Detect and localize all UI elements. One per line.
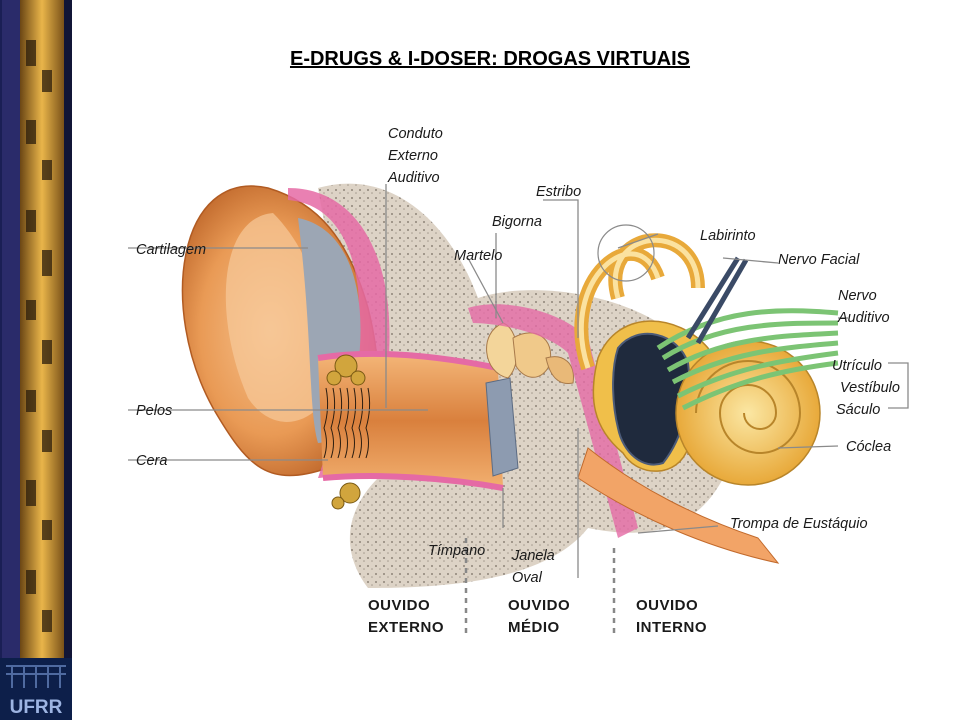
section-ouvido-interno: OUVIDO INTERNO [636, 597, 707, 636]
ear-canal [318, 353, 503, 488]
label-labirinto: Labirinto [700, 228, 756, 244]
label-nervo-auditivo: Nervo Auditivo [837, 288, 890, 326]
canal-wall-bottom [322, 473, 504, 491]
label-vestibulo: Vestíbulo [840, 380, 900, 396]
cochlea [675, 340, 821, 486]
label-cera: Cera [136, 453, 167, 469]
label-pelos: Pelos [136, 403, 172, 419]
eustachian-tube [577, 447, 780, 564]
ossicles [486, 322, 574, 385]
label-bigorna: Bigorna [492, 214, 542, 230]
label-timpano: Tímpano [428, 543, 485, 559]
canal-hairs [323, 387, 371, 459]
label-saculo: Sáculo [836, 402, 880, 418]
wax-glands [326, 354, 366, 510]
label-conduto: Conduto Externo Auditivo [387, 126, 447, 186]
label-trompa: Trompa de Eustáquio [730, 516, 868, 532]
leader-lines [128, 184, 909, 578]
sidebar-art: UFRR [0, 0, 72, 720]
eardrum [485, 377, 519, 477]
canal-wall-top [317, 350, 499, 371]
section-ouvido-externo: OUVIDO EXTERNO [368, 597, 444, 636]
ufrr-logo-text: UFRR [10, 697, 63, 718]
label-janela-oval: Janela Oval [511, 548, 559, 586]
label-martelo: Martelo [454, 248, 502, 264]
label-estribo: Estribo [536, 184, 581, 200]
label-utriculo: Utrículo [832, 358, 882, 374]
label-nervo-facial: Nervo Facial [778, 252, 860, 268]
decorative-sidebar: UFRR [0, 0, 72, 720]
pinna-fold [225, 213, 328, 422]
label-coclea: Cóclea [846, 439, 891, 455]
labyrinth-highlight-circle [597, 224, 655, 282]
slide-title: E-DRUGS & I-DOSER: DROGAS VIRTUAIS [289, 48, 691, 70]
facial-nerve [685, 256, 749, 345]
ear-anatomy-diagram: Conduto Externo Auditivo Estribo Bigorna… [128, 126, 909, 638]
auditory-nerve [656, 308, 839, 411]
label-cartilagem: Cartilagem [136, 242, 206, 258]
section-ouvido-medio: OUVIDO MÉDIO [508, 597, 575, 636]
